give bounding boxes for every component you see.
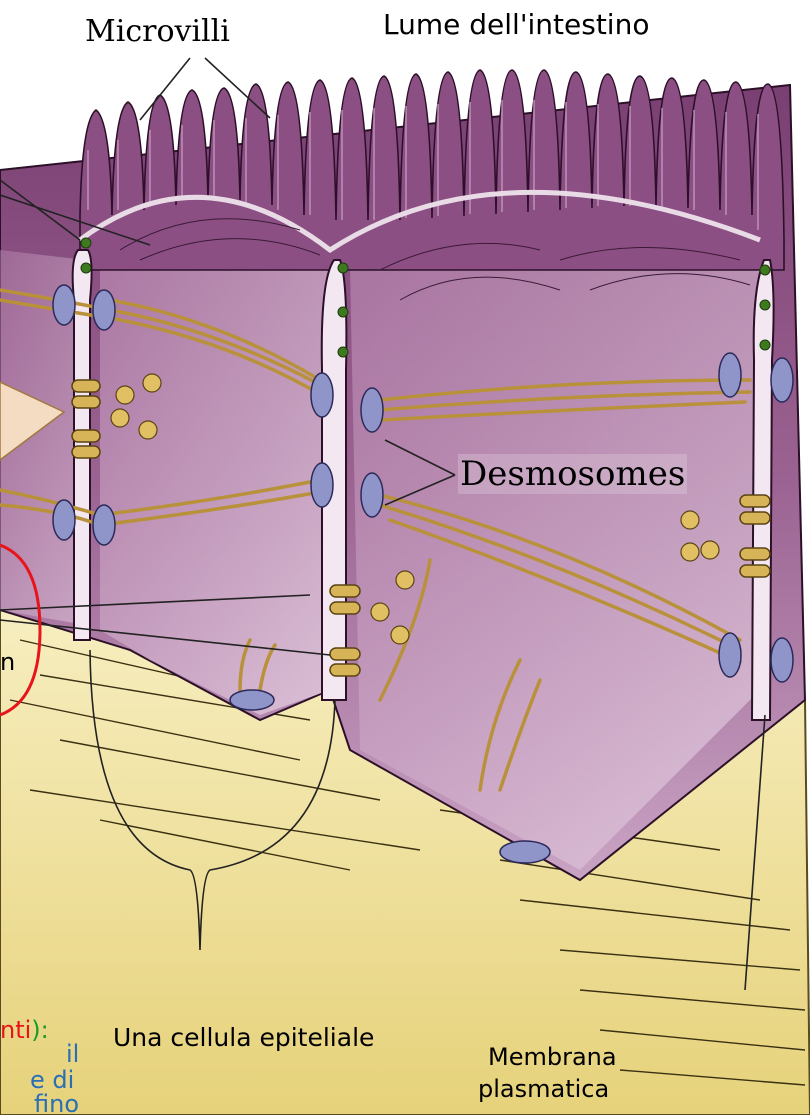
caption-fragment-line1: nti): bbox=[0, 1016, 49, 1044]
label-epithelial-cell: Una cellula epiteliale bbox=[113, 1023, 374, 1052]
label-membrane-line1: Membrana bbox=[488, 1043, 617, 1071]
label-lumen: Lume dell'intestino bbox=[383, 8, 649, 41]
caption-fragment-red: nti bbox=[0, 1016, 31, 1044]
caption-fragment-green: ): bbox=[31, 1016, 48, 1044]
caption-fragment-line2: il bbox=[66, 1040, 79, 1068]
label-desmosomes: Desmosomes bbox=[458, 454, 687, 494]
cropped-label-n: n bbox=[0, 648, 15, 676]
label-membrane-line2: plasmatica bbox=[478, 1075, 609, 1103]
label-microvilli: Microvilli bbox=[85, 14, 230, 49]
caption-fragment-line4: fino bbox=[34, 1090, 79, 1118]
